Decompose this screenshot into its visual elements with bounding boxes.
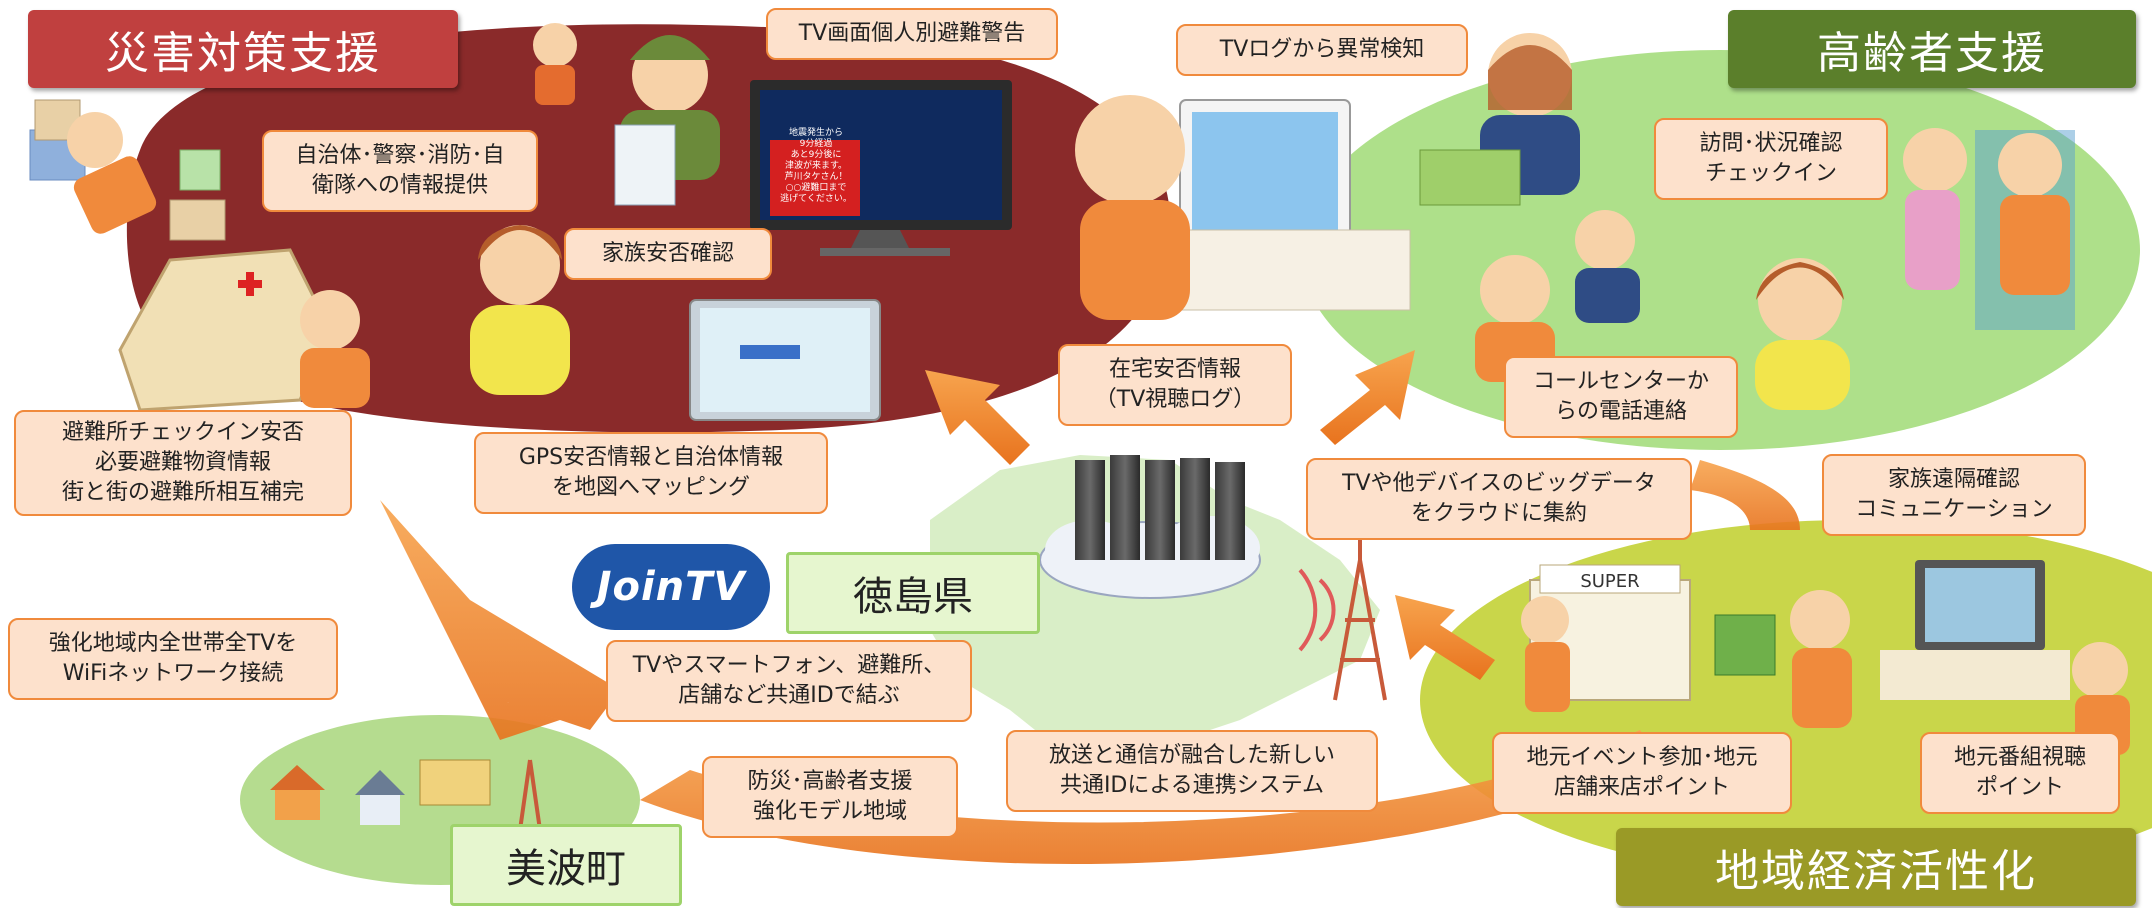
place-town: 美波町 — [450, 824, 682, 906]
tv-screen-text: 地震発生から 9分経過 あと9分後に 津波が来ます。 芦川タケさん！ ○○避難口… — [772, 128, 860, 205]
callout-line: 家族遠隔確認 — [1887, 467, 2020, 492]
callout-home-safety: 在宅安否情報 （TV視聴ログ） — [1058, 344, 1292, 426]
person-visitor — [1903, 128, 1967, 290]
callout-line: 強化地域内全世帯全TVを — [48, 631, 298, 656]
callout-line: 店舗来店ポイント — [1553, 775, 1730, 800]
double-arrow-economy — [1395, 595, 1495, 680]
callout-call-center: コールセンターか らの電話連絡 — [1504, 356, 1738, 438]
tv-screen-line: 津波が来ます。 — [784, 161, 848, 171]
callout-line: TVやスマートフォン、避難所、 — [632, 653, 946, 678]
callout-line: 必要避難物資情報 — [94, 450, 271, 475]
banner-disaster: 災害対策支援 — [28, 10, 458, 88]
callout-line: 自治体･警察･消防･自 — [295, 143, 505, 168]
banner-elderly: 高齢者支援 — [1728, 10, 2136, 88]
banner-economy: 地域経済活性化 — [1616, 828, 2136, 906]
callout-shelter: 避難所チェックイン安否 必要避難物資情報 街と街の避難所相互補完 — [14, 410, 352, 516]
tv-screen-line: あと9分後に — [790, 150, 842, 160]
callout-line: 地元イベント参加･地元 — [1526, 745, 1758, 770]
broadcast-tower — [1298, 540, 1387, 701]
callout-info-provision: 自治体･警察･消防･自 衛隊への情報提供 — [262, 130, 538, 212]
callout-line: ポイント — [1975, 775, 2064, 800]
callout-remote-family: 家族遠隔確認 コミュニケーション — [1822, 454, 2086, 536]
shop-sign-text: SUPER — [1580, 571, 1639, 592]
callout-line: 地元番組視聴 — [1953, 745, 2086, 770]
tv-screen-line: 逃げてください。 — [780, 194, 852, 204]
tv-screen-line: 地震発生から — [788, 128, 843, 138]
double-arrow-elderly — [1320, 350, 1415, 445]
person-operator-2 — [1575, 210, 1640, 323]
jointv-logo-text: JoinTV — [596, 564, 746, 610]
callout-line: 衛隊への情報提供 — [311, 173, 488, 198]
callout-line: 在宅安否情報 — [1108, 357, 1241, 382]
tv-screen-line: 9分経過 — [799, 139, 833, 149]
person-tent-elder — [300, 290, 370, 408]
callout-line: コールセンターか — [1532, 369, 1709, 394]
callout-line: らの電話連絡 — [1554, 399, 1687, 424]
person-falling — [67, 112, 157, 234]
callout-visit: 訪問･状況確認 チェックイン — [1654, 118, 1888, 200]
person-shop-woman — [1714, 590, 1852, 728]
left-up-arrow — [380, 500, 620, 740]
callout-line: GPS安否情報と自治体情報 — [518, 445, 784, 470]
callout-line: 訪問･状況確認 — [1699, 131, 1843, 156]
callout-line: 街と街の避難所相互補完 — [61, 480, 304, 505]
callout-line: 避難所チェックイン安否 — [61, 420, 304, 445]
person-elder-door — [1975, 130, 2075, 330]
desk-monitor — [1159, 99, 1411, 311]
jointv-logo: JoinTV — [572, 544, 770, 630]
place-prefecture: 徳島県 — [786, 552, 1040, 634]
town-houses — [270, 759, 542, 831]
callout-line: 共通IDによる連携システム — [1059, 773, 1325, 798]
callout-line: 防災･高齢者支援 — [747, 769, 913, 794]
callout-line: をクラウドに集約 — [1410, 501, 1587, 526]
person-soldier — [614, 35, 720, 206]
callout-line: コミュニケーション — [1855, 497, 2053, 522]
double-arrow-disaster — [925, 370, 1030, 465]
callout-line: 店舗など共通IDで結ぶ — [678, 683, 900, 708]
callout-fusion: 放送と通信が融合した新しい 共通IDによる連携システム — [1006, 730, 1378, 812]
callout-line: 放送と通信が融合した新しい — [1048, 743, 1335, 768]
person-shopper — [1521, 596, 1570, 712]
warning-tv — [750, 80, 1012, 256]
callout-model-area: 防災･高齢者支援 強化モデル地域 — [702, 756, 958, 838]
callout-program-points: 地元番組視聴 ポイント — [1920, 732, 2120, 814]
callout-common-id: TVやスマートフォン、避難所、 店舗など共通IDで結ぶ — [606, 640, 972, 722]
callout-gps: GPS安否情報と自治体情報 を地図へマッピング — [474, 432, 828, 514]
callout-line: 強化モデル地域 — [752, 799, 907, 824]
map-tablet — [689, 299, 881, 421]
callout-tv-log: TVログから異常検知 — [1176, 24, 1468, 76]
person-operator-1 — [1419, 33, 1580, 206]
callout-event-points: 地元イベント参加･地元 店舗来店ポイント — [1492, 732, 1792, 814]
person-elder-flag — [533, 23, 577, 105]
callout-line: WiFiネットワーク接続 — [62, 661, 284, 686]
callout-wifi: 強化地域内全世帯全TVを WiFiネットワーク接続 — [8, 618, 338, 700]
callout-line: （TV視聴ログ） — [1094, 387, 1256, 412]
callout-line: TVログから異常検知 — [1219, 37, 1425, 62]
prefecture-map — [930, 455, 1380, 760]
callout-line: を地図へマッピング — [551, 475, 750, 500]
tv-screen-line: 芦川タケさん！ — [784, 172, 848, 182]
callout-family-check: 家族安否確認 — [564, 228, 772, 280]
callout-line: TV画面個人別避難警告 — [798, 21, 1026, 46]
right-down-arrow — [1690, 460, 1800, 530]
person-woman-phone — [470, 225, 570, 395]
tv-screen-line: ○○避難口まで — [785, 183, 847, 193]
callout-line: 家族安否確認 — [601, 241, 734, 266]
callout-tv-warning: TV画面個人別避難警告 — [766, 8, 1058, 60]
callout-bigdata: TVや他デバイスのビッグデータ をクラウドに集約 — [1306, 458, 1692, 540]
program-tv — [1880, 560, 2070, 700]
callout-line: チェックイン — [1704, 161, 1837, 186]
cloud-servers — [1039, 455, 1261, 599]
person-family-remote — [1755, 258, 1850, 410]
callout-line: TVや他デバイスのビッグデータ — [1342, 471, 1656, 496]
person-elderly-man — [1075, 95, 1190, 320]
